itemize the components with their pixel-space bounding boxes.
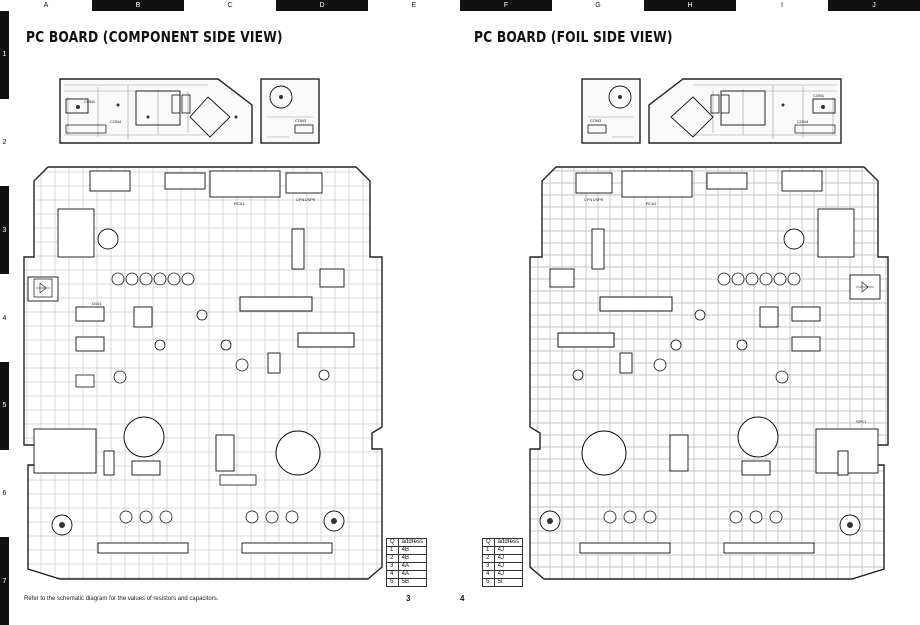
table-row: 4 4A [386,570,428,579]
sub-board-component-right: CON3 [260,78,320,144]
col-ref: A [0,0,92,11]
table-row: 4 4J [482,570,524,579]
table-row: 3 4A [386,562,428,571]
label-con3: CON3 [295,118,307,123]
table-row: 5 5B [386,578,428,587]
label-d101: D101 [92,301,102,306]
col-ref: G [552,0,644,11]
sub-board-foil-right: CON4 CON1 [648,78,842,144]
col-ref: E [368,0,460,11]
label-con1: CON1 [84,99,96,104]
table-cell: 3 [482,562,495,571]
table-cell: 2 [482,554,495,563]
transistor-address-table-right: Q address 1 4J 2 4J 3 4J 4 4J 5 5I [482,538,524,587]
col-ref: J [828,0,920,11]
table-cell: 5 [386,578,399,587]
col-ref: D [276,0,368,11]
main-board-component-side: RCA1 CFN1/SPK D101 [23,166,383,580]
table-header-row: Q address [386,538,428,547]
table-cell: 4B [397,546,428,555]
row-ref: 2 [0,98,9,187]
col-ref: I [736,0,828,11]
page-number-right: 4 [460,594,465,603]
table-header-row: Q address [482,538,524,547]
table-header-cell: Q [386,538,399,547]
table-row: 2 4B [386,554,428,563]
column-reference-strip: A B C D E F G H I J [0,0,920,11]
table-row: 1 4J [482,546,524,555]
table-row: 3 4J [482,562,524,571]
table-cell: 5 [482,578,495,587]
table-row: 1 4B [386,546,428,555]
table-cell: 4A [397,570,428,579]
label-con4: CON4 [110,119,122,124]
table-row: 2 4J [482,554,524,563]
table-cell: 4J [493,554,524,563]
table-cell: 4A [397,562,428,571]
label-cfn: CFN1/SPK [584,197,604,202]
table-cell: 4J [493,570,524,579]
transistor-address-table-left: Q address 1 4B 2 4B 3 4A 4 4A 5 5B [386,538,428,587]
table-cell: 5B [397,578,428,587]
page-number-left: 3 [406,594,411,603]
table-cell: 4 [386,570,399,579]
table-cell: 2 [386,554,399,563]
page-title-foil-side: PC BOARD (FOIL SIDE VIEW) [474,28,673,46]
row-ref: 6 [0,449,9,538]
page-title-component-side: PC BOARD (COMPONENT SIDE VIEW) [26,28,283,46]
label-con3: CON3 [590,118,602,123]
col-ref: H [644,0,736,11]
table-header-cell: address [397,538,428,547]
row-reference-strip: 1 2 3 4 5 6 7 [0,11,9,625]
table-cell: 3 [386,562,399,571]
table-row: 5 5I [482,578,524,587]
col-ref: F [460,0,552,11]
row-ref: 4 [0,274,9,362]
label-spk: SPK1 [856,419,867,424]
row-ref: 5 [0,361,9,450]
col-ref: B [92,0,184,11]
label-cfn: CFN1/SPK [296,197,316,202]
row-ref: 3 [0,186,9,275]
table-cell: 4J [493,546,524,555]
label-con4: CON4 [797,119,809,124]
row-ref: 1 [0,11,9,99]
label-rca1: RCA1 [646,201,657,206]
table-cell: 1 [482,546,495,555]
table-cell: 4B [397,554,428,563]
main-board-foil-side: RCA1 CFN1/SPK SPK1 [529,166,889,580]
table-cell: 1 [386,546,399,555]
label-con1: CON1 [813,93,825,98]
footer-note: Refer to the schematic diagram for the v… [24,596,219,602]
sub-board-foil-left: CON3 [581,78,641,144]
row-ref: 7 [0,537,9,625]
col-ref: C [184,0,276,11]
table-cell: 5I [493,578,524,587]
table-header-cell: address [493,538,524,547]
label-rca1: RCA1 [234,201,245,206]
table-cell: 4 [482,570,495,579]
sub-board-component-left: CON4 CON1 [59,78,253,144]
table-header-cell: Q [482,538,495,547]
table-cell: 4J [493,562,524,571]
